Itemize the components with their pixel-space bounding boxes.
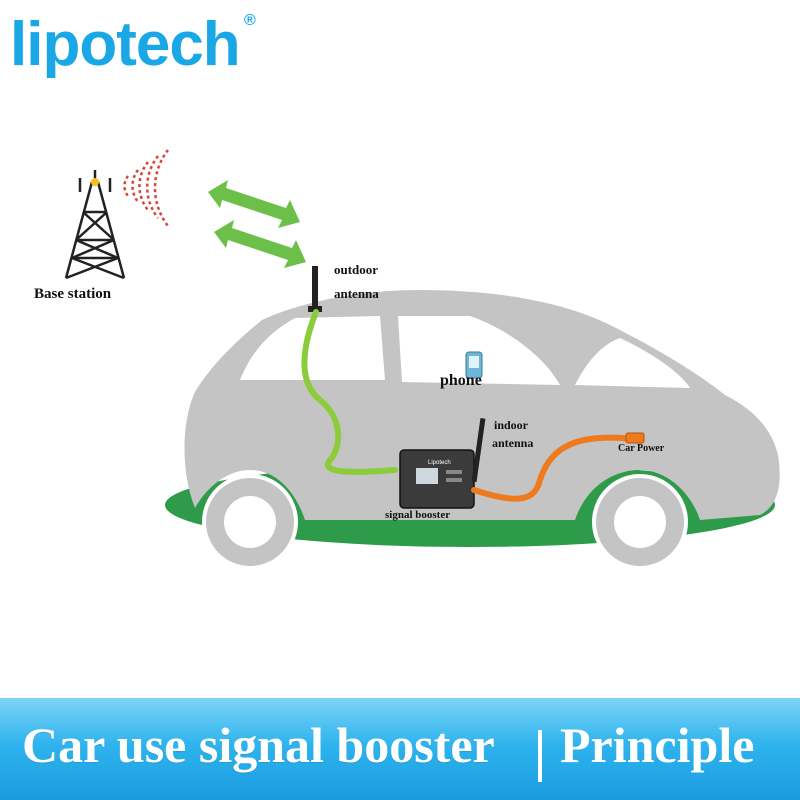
- car-window-quarter: [575, 338, 690, 388]
- indoor-antenna-label-1: indoor: [494, 418, 529, 432]
- car-hub-front: [614, 496, 666, 548]
- car-power-label: Car Power: [618, 443, 665, 454]
- outdoor-antenna-icon: [312, 266, 318, 310]
- phone-label: phone: [440, 372, 482, 389]
- base-station-label: Base station: [34, 286, 112, 302]
- signal-booster-label: signal booster: [385, 509, 451, 521]
- outdoor-antenna-label-2: antenna: [334, 286, 379, 301]
- car-window-rear: [240, 316, 385, 380]
- signal-waves-icon: [123, 149, 169, 227]
- banner-separator: [538, 730, 542, 782]
- outdoor-antenna-label-1: outdoor: [334, 262, 379, 277]
- signal-booster-device: [399, 449, 475, 509]
- brand-logo: lipotech: [10, 10, 241, 79]
- tower-icon: [64, 170, 126, 280]
- banner-subtitle: Principle: [560, 717, 755, 773]
- booster-screen-text: Lipotech: [428, 460, 451, 466]
- outdoor-cable: [301, 309, 398, 475]
- banner-title: Car use signal booster: [22, 717, 495, 773]
- car-window-front: [398, 316, 560, 385]
- registered-mark: ®: [244, 12, 256, 29]
- indoor-antenna-label-2: antenna: [492, 436, 534, 450]
- car-hub-rear: [224, 496, 276, 548]
- car-power-plug-icon: [625, 432, 645, 444]
- double-arrows-icon: [208, 180, 306, 268]
- phone-icon: [465, 351, 483, 379]
- bottom-banner: Car use signal booster Principle: [0, 698, 800, 800]
- indoor-antenna-icon: [471, 418, 486, 483]
- power-cable: [471, 434, 643, 502]
- car-signal-diagram: Lipotech: [64, 149, 780, 570]
- outdoor-antenna-base: [308, 306, 322, 312]
- tower-light: [91, 178, 99, 186]
